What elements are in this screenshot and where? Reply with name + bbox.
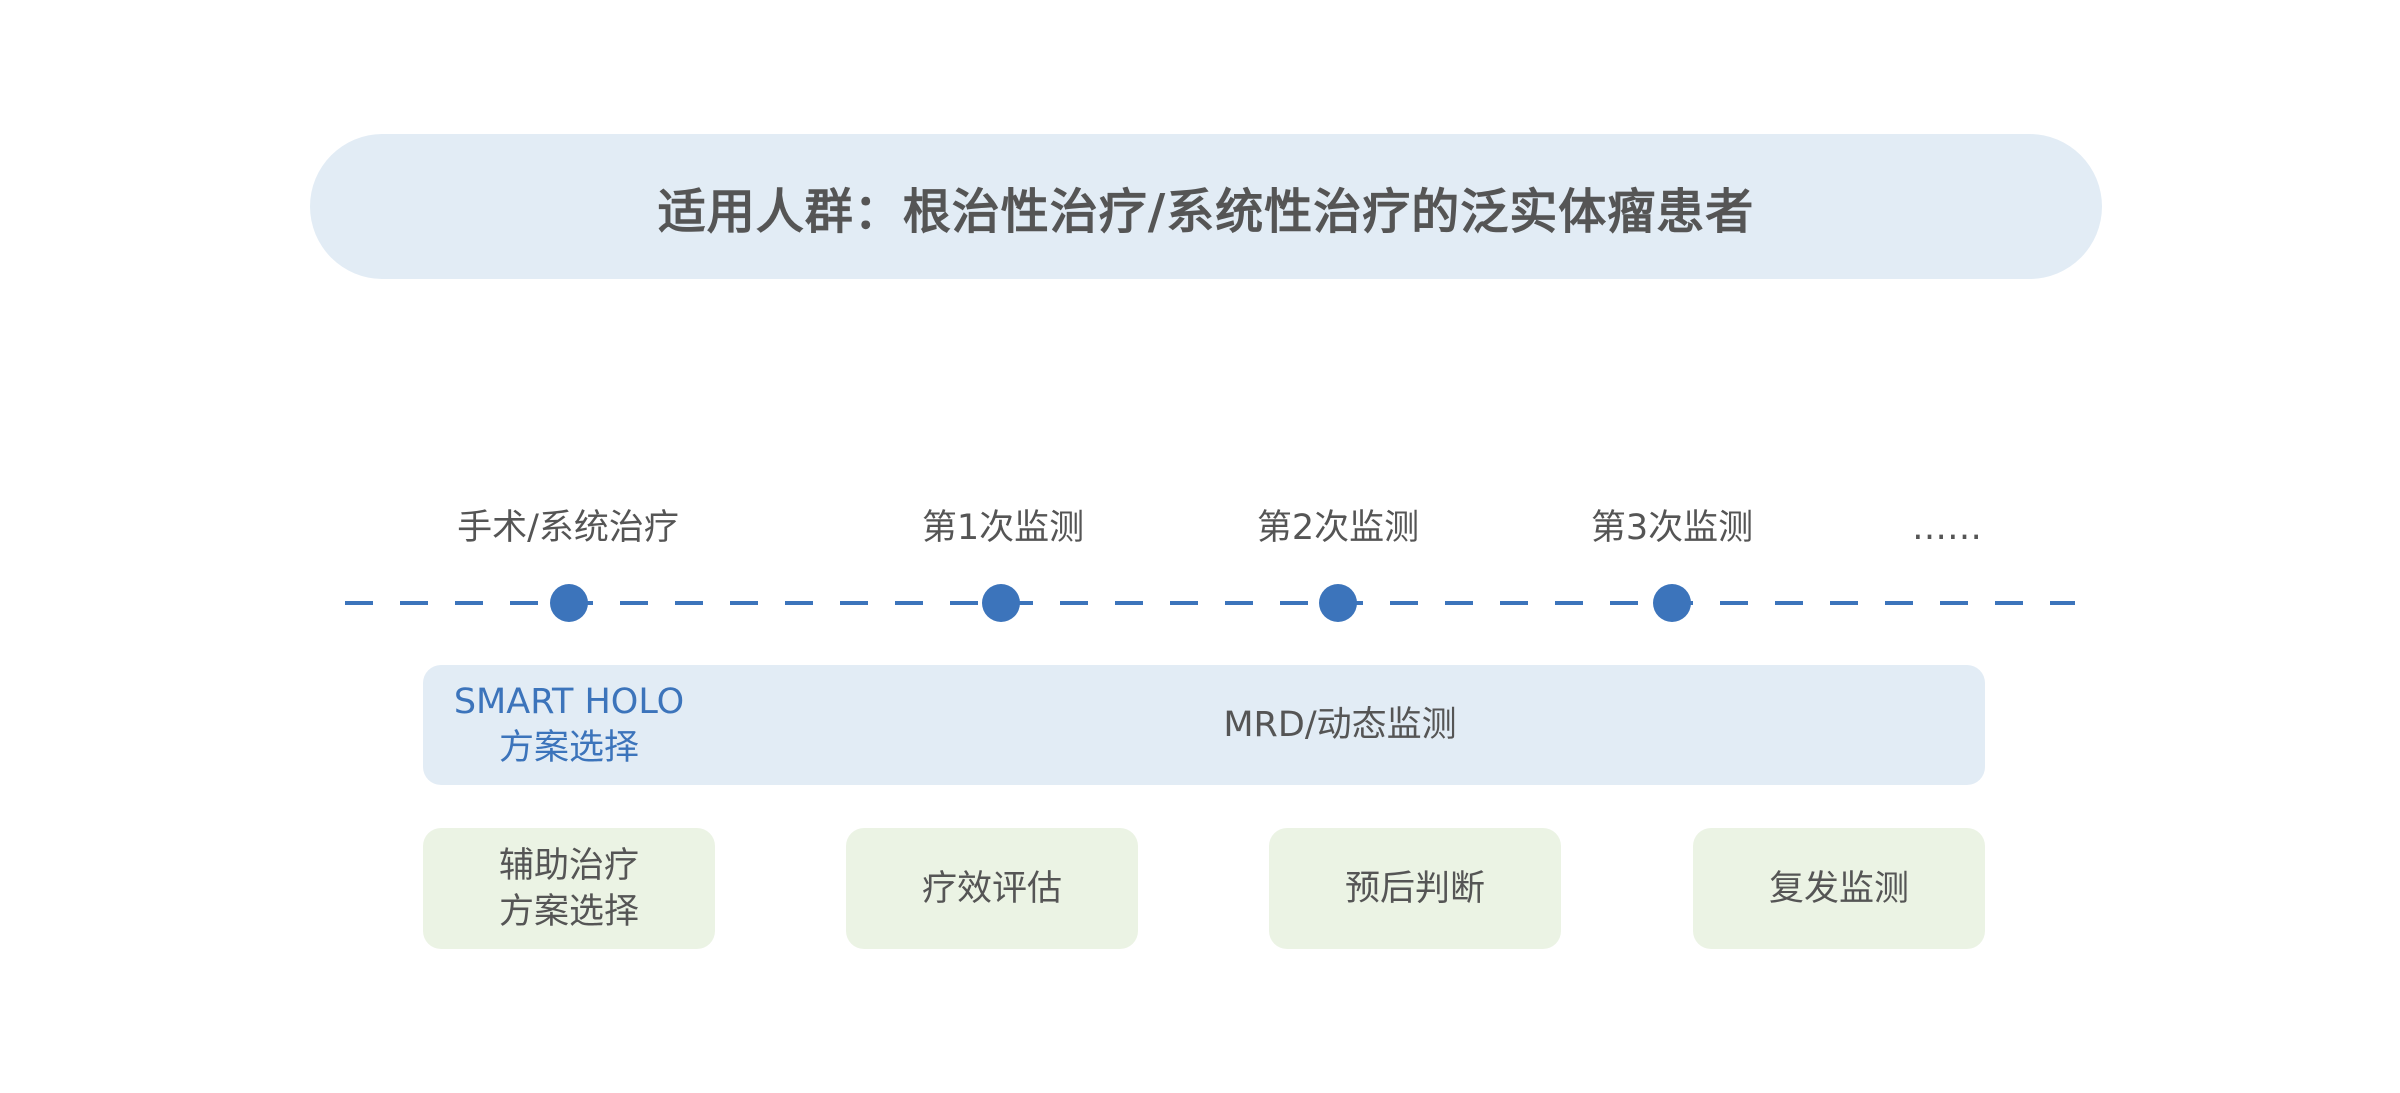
timeline-node-monitor-1 <box>982 584 1020 622</box>
outcome-box-prognosis: 预后判断 <box>1269 828 1561 949</box>
smart-holo-subtitle: 方案选择 <box>498 728 639 768</box>
outcome-box-recurrence: 复发监测 <box>1693 828 1985 949</box>
stage-label-monitor-1: 第1次监测 <box>921 508 1085 548</box>
target-population-title: 适用人群：根治性治疗/系统性治疗的泛实体瘤患者 <box>657 183 1755 240</box>
outcome-box-line: 复发监测 <box>1768 868 1909 909</box>
target-population-banner: 适用人群：根治性治疗/系统性治疗的泛实体瘤患者 <box>310 134 2102 279</box>
outcome-box-efficacy: 疗效评估 <box>846 828 1138 949</box>
outcome-box-line: 预后判断 <box>1344 868 1485 909</box>
timeline-node-monitor-3 <box>1653 584 1691 622</box>
smart-holo-name: SMART HOLO <box>453 682 685 722</box>
outcome-box-line: 辅助治疗 <box>498 845 639 886</box>
outcome-box-line: 疗效评估 <box>921 868 1062 909</box>
stage-label-monitor-2: 第2次监测 <box>1256 508 1420 548</box>
stage-label-ellipsis: …… <box>1912 508 1982 548</box>
stage-label-monitor-3: 第3次监测 <box>1590 508 1754 548</box>
mrd-monitoring-band <box>423 665 1985 785</box>
outcome-box-adjuvant: 辅助治疗 方案选择 <box>423 828 715 949</box>
timeline-node-treatment <box>550 584 588 622</box>
mrd-monitoring-label: MRD/动态监测 <box>1223 705 1457 745</box>
timeline-node-monitor-2 <box>1319 584 1357 622</box>
outcome-box-line: 方案选择 <box>498 891 639 932</box>
stage-label-treatment: 手术/系统治疗 <box>457 508 679 548</box>
smart-holo-block: SMART HOLO 方案选择 <box>423 665 715 785</box>
